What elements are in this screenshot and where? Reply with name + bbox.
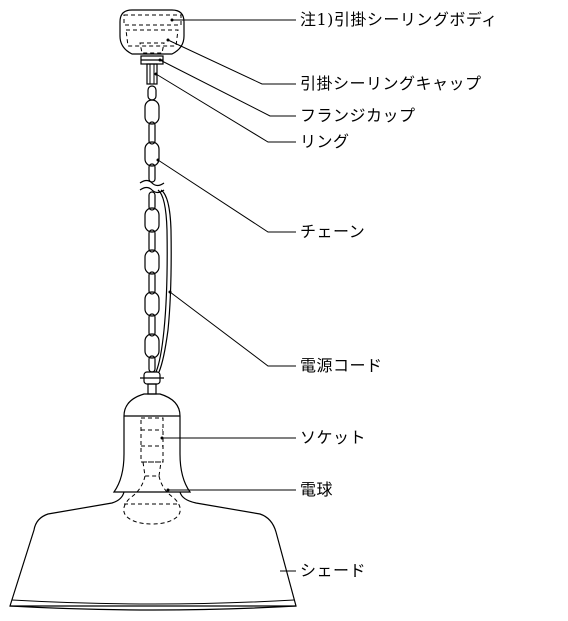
leader-lines <box>154 18 296 572</box>
power-cord-shape <box>155 189 172 373</box>
label-ring: リング <box>300 132 350 151</box>
label-ceiling-body: 注1)引掛シーリングボディ <box>300 10 498 29</box>
label-flange-cup: フランジカップ <box>300 106 416 125</box>
shade-shape <box>9 491 297 611</box>
label-ceiling-cap: 引掛シーリングキャップ <box>300 74 482 93</box>
label-bulb: 電球 <box>300 480 334 499</box>
label-shade: シェード <box>300 561 367 580</box>
chain-upper <box>144 85 160 183</box>
bulb-shape <box>123 475 181 525</box>
socket-housing-shape <box>112 393 192 493</box>
ceiling-body-shape <box>119 9 185 55</box>
bottom-hook-shape <box>140 371 164 395</box>
socket-shape <box>140 417 164 477</box>
label-socket: ソケット <box>300 428 367 447</box>
label-power-cord: 電源コード <box>300 356 383 375</box>
flange-cup-shape <box>140 55 164 85</box>
chain-lower <box>144 191 160 373</box>
label-chain: チェーン <box>300 222 366 241</box>
chain-break-symbol <box>139 179 165 194</box>
